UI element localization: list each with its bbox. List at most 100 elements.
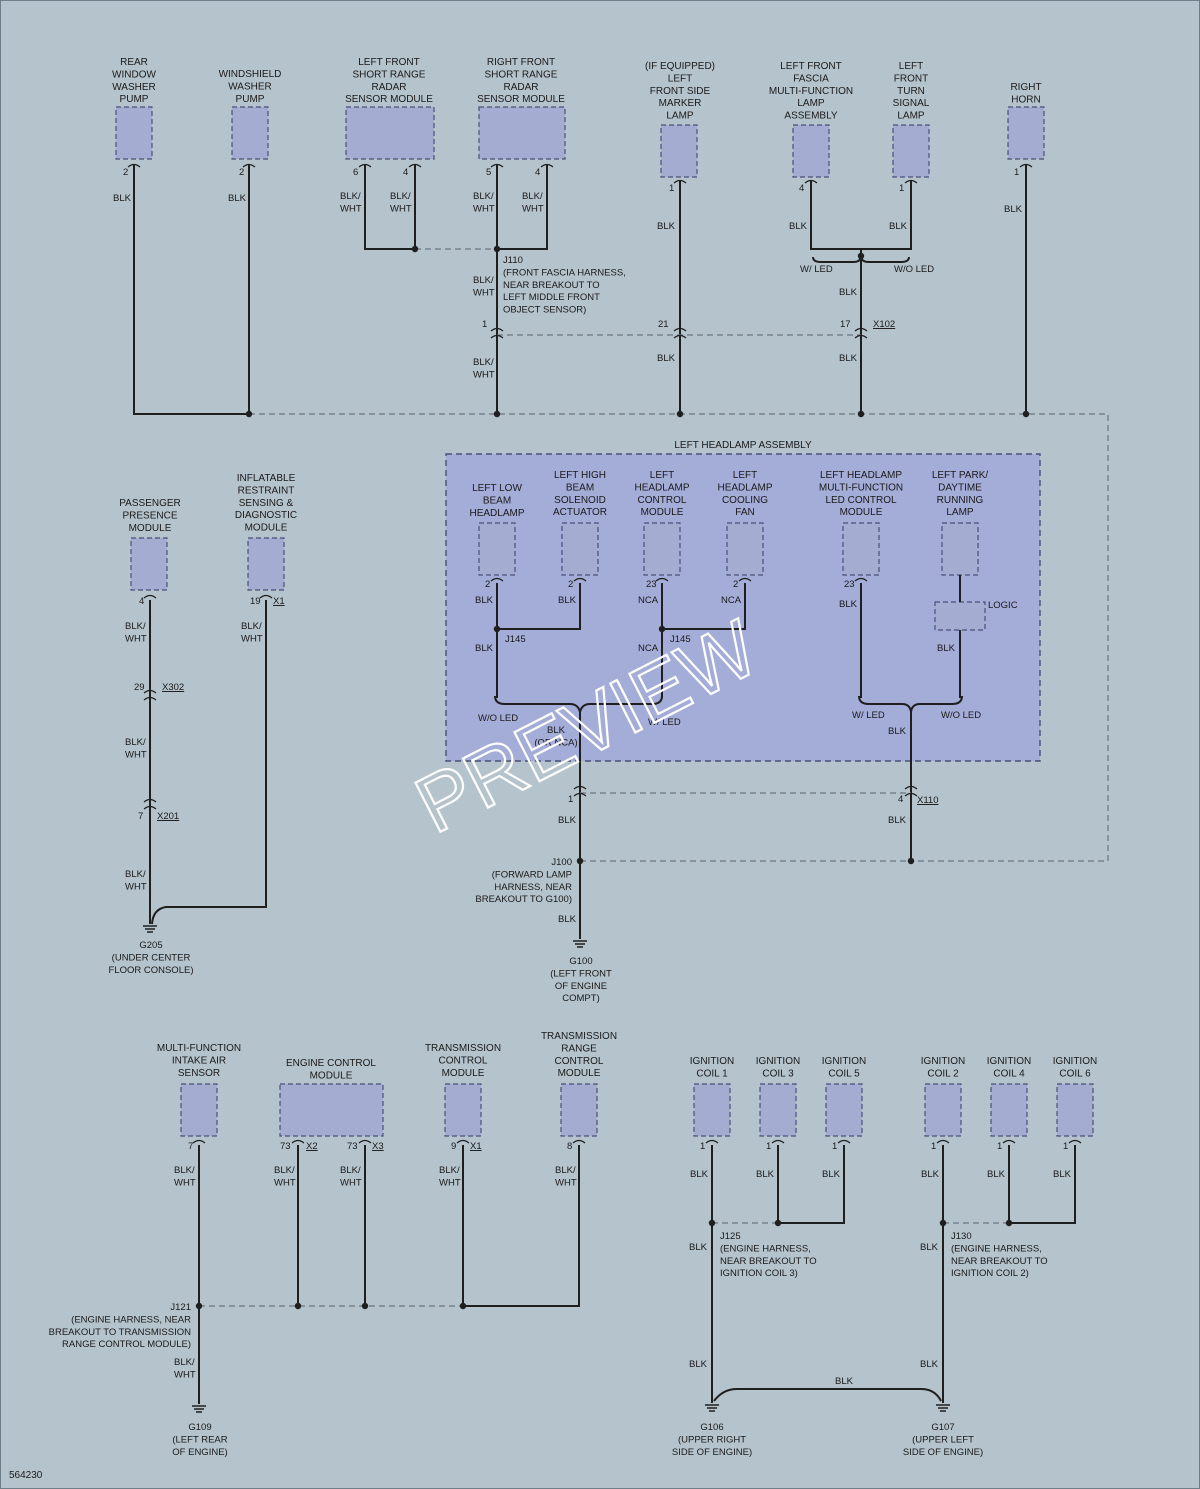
wire-lf-radar [364, 165, 416, 250]
label-line: CONTROL [638, 495, 687, 506]
label-line: WHT [473, 203, 495, 214]
wire-color: BLK [113, 193, 132, 204]
label-line: FRONT [894, 73, 928, 84]
label-line: DAYTIME [938, 482, 982, 493]
label-line: MARKER [659, 98, 702, 109]
wire-color: BLK/WHT [340, 191, 362, 214]
label-line: COMPT) [562, 993, 599, 1004]
label-line: BLK/ [125, 737, 146, 748]
label-line: SENSOR [178, 1068, 220, 1079]
label-line: SENSOR MODULE [345, 94, 433, 105]
rf-radar-module [478, 106, 566, 160]
label-line: (ENGINE HARNESS, [951, 1243, 1042, 1254]
label-line: OF ENGINE [555, 981, 607, 992]
wire-color: BLK/WHT [439, 1165, 461, 1188]
ground-symbol-g205 [143, 925, 157, 933]
label-line: (OR NCA) [534, 737, 577, 748]
variant-label: W/O LED [894, 264, 934, 275]
label-line: FLOOR CONSOLE) [109, 965, 194, 976]
connector-x1b-label: X1 [470, 1141, 482, 1152]
label-line: BEAM [566, 482, 594, 493]
label-line: OF ENGINE) [172, 1447, 227, 1458]
ignition-coil-2 [924, 1083, 962, 1137]
connector-terminals [192, 1139, 586, 1144]
wire-color: BLK/WHT [241, 621, 263, 644]
label-line: WHT [439, 1177, 461, 1188]
label-line: ASSEMBLY [784, 111, 837, 122]
label-line: WHT [241, 633, 263, 644]
label-line: COIL 2 [927, 1068, 959, 1079]
pin-label: 19 [250, 596, 261, 607]
label-line: RIGHT FRONT [487, 57, 555, 68]
label-line: WHT [174, 1369, 196, 1380]
wire-color: BLK [987, 1169, 1006, 1180]
label-line: WHT [125, 749, 147, 760]
label-line: ENGINE CONTROL [286, 1058, 376, 1069]
label-line: SENSING & [239, 498, 294, 509]
label-line: LEFT FRONT [358, 57, 419, 68]
restraint-sensing-module [247, 537, 285, 591]
wire-color: NCA [638, 595, 659, 606]
connector-terminals [490, 577, 868, 582]
label-line: LEFT [650, 470, 674, 481]
splice-points [195, 1302, 467, 1310]
label-line: J130 [951, 1231, 972, 1242]
label-line: IGNITION [987, 1056, 1031, 1067]
label-line: G109 [188, 1422, 211, 1433]
connector-x2-label: X2 [306, 1141, 318, 1152]
pin-label: 4 [898, 794, 903, 805]
fascia-lamp [792, 124, 830, 178]
wire-coil5 [778, 1145, 845, 1224]
label-line: PUMP [236, 94, 265, 105]
pin-label: 1 [1014, 167, 1019, 178]
connector-terminals [127, 163, 1033, 339]
lf-radar-module [345, 106, 435, 160]
wire-color: BLK [888, 815, 907, 826]
pin-label: 4 [403, 167, 408, 178]
label-line: LEFT [668, 73, 692, 84]
label-line: BLK/ [522, 191, 543, 202]
pin-label: 1 [700, 1141, 705, 1152]
pin-label: 4 [139, 596, 144, 607]
ignition-coil-3 [759, 1083, 797, 1137]
label-line: (ENGINE HARNESS, [720, 1243, 811, 1254]
wire-color: BLK [657, 221, 676, 232]
connector-x110-label: X110 [917, 795, 938, 806]
wire-color: BLK [689, 1242, 708, 1253]
label-line: WHT [555, 1177, 577, 1188]
wire-ground-jumper [713, 1388, 942, 1402]
label-line: REAR [120, 57, 148, 68]
label-line: MODULE [129, 523, 172, 534]
wire-color: BLK [657, 353, 676, 364]
label-line: NEAR BREAKOUT TO [720, 1256, 817, 1267]
maf-sensor [180, 1083, 218, 1137]
wire-color: NCA [721, 595, 742, 606]
wire-color: BLK [1053, 1169, 1072, 1180]
pin-label: 2 [485, 579, 490, 590]
label-line: J121 [170, 1302, 191, 1313]
wire-color: BLK [228, 193, 247, 204]
label-line: MODULE [245, 523, 288, 534]
connector-x1-label: X1 [273, 596, 285, 607]
label-line: SHORT RANGE [485, 69, 558, 80]
variant-label: W/ LED [852, 710, 885, 721]
label-line: FASCIA [793, 73, 829, 84]
pin-label: 2 [733, 579, 738, 590]
label-line: IGNITION [921, 1056, 965, 1067]
wire-color: BLK [839, 599, 858, 610]
label-line: COIL 1 [696, 1068, 728, 1079]
label-line: HEADLAMP [634, 482, 689, 493]
